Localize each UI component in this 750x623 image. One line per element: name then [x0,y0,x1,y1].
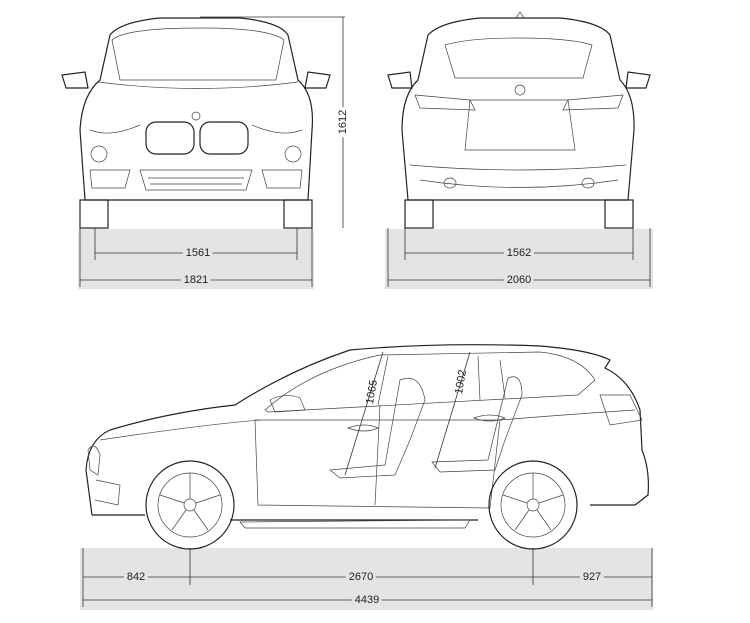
dimension-wheelbase: 2670 [345,571,377,583]
side-view-car [85,344,649,550]
front-view-car [61,17,331,229]
dimension-width-mirrors: 2060 [503,274,535,286]
dimension-lines [79,16,653,607]
rear-view-car [387,11,651,229]
dimension-front-overhang: 842 [123,571,149,583]
dimension-rear-track: 1562 [503,247,535,259]
dimension-height: 1612 [337,106,349,138]
dimension-front-track: 1561 [182,247,214,259]
dimension-rear-overhang: 927 [579,571,605,583]
dimension-overall-length: 4439 [351,594,383,606]
dimension-overall-width: 1821 [180,274,212,286]
